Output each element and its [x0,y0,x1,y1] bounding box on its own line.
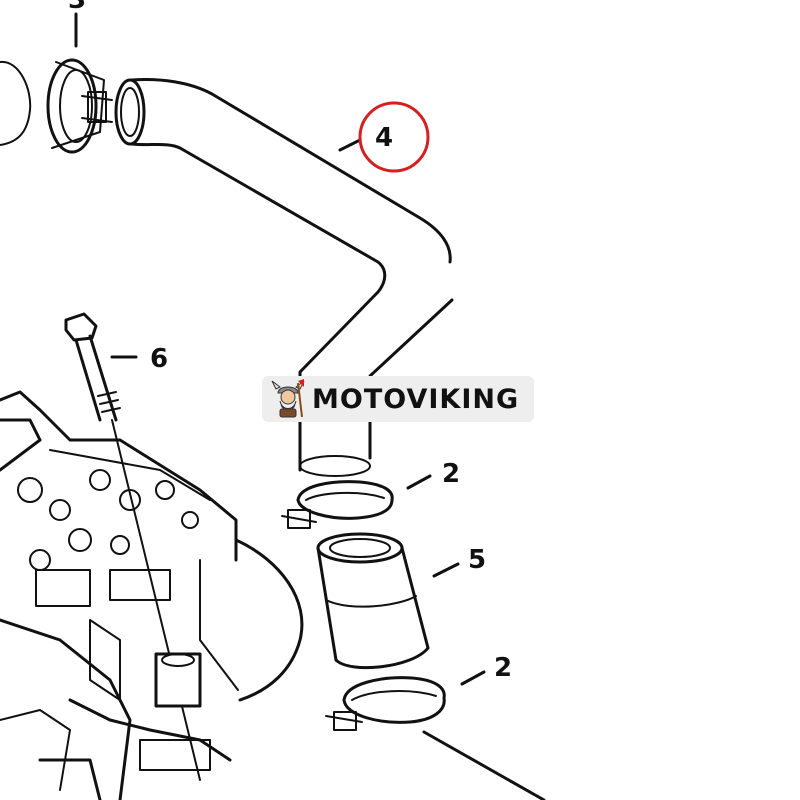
part-6-bolt [64,312,201,781]
part-5-sleeve [316,532,460,670]
part-4-hose [114,78,454,477]
watermark-text: MOTOVIKING [312,383,520,415]
part-2-lower-clamp [325,670,546,800]
callout-2-lower-label: 2 [494,653,512,683]
callout-4-label: 4 [375,123,393,153]
viking-mascot-icon [271,379,305,418]
watermark-badge: MOTOVIKING [262,376,534,422]
callout-3-label: 3 [68,0,86,15]
callout-2-upper-label: 2 [442,459,460,489]
engine-block [0,390,304,800]
part-2-upper-clamp [281,474,432,529]
callout-4-highlight-ring [358,101,430,173]
part-3-clamp [0,12,113,154]
callout-5-label: 5 [468,545,486,575]
callout-6-label: 6 [150,344,168,374]
